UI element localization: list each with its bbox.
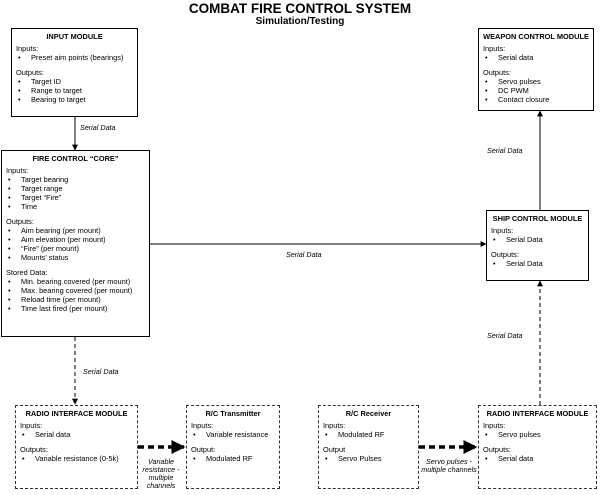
list-item: Target range bbox=[2, 184, 149, 193]
core-outputs-label: Outputs: bbox=[6, 217, 34, 226]
core-stored-label: Stored Data: bbox=[6, 268, 48, 277]
list-item: Reload time (per mount) bbox=[2, 295, 149, 304]
ship-module-inputs-label: Inputs: bbox=[491, 226, 514, 235]
input-module-inputs-label: Inputs: bbox=[16, 44, 39, 53]
fire-control-core-box: FIRE CONTROL “CORE” Inputs: Target beari… bbox=[1, 150, 150, 337]
rc-transmitter-box: R/C Transmitter Inputs: Variable resista… bbox=[186, 405, 280, 489]
core-stored-list: Min. bearing covered (per mount) Max. be… bbox=[2, 277, 149, 313]
rc-receiver-outputs-list: Servo Pulses bbox=[319, 454, 418, 463]
radio-right-inputs-list: Servo pulses bbox=[479, 430, 596, 439]
label-core-to-radio: Serial Data bbox=[83, 367, 119, 376]
weapon-module-heading: WEAPON CONTROL MODULE bbox=[483, 32, 589, 41]
radio-right-outputs-list: Serial data bbox=[479, 454, 596, 463]
list-item: Aim bearing (per mount) bbox=[2, 226, 149, 235]
rc-transmitter-heading: R/C Transmitter bbox=[205, 409, 261, 418]
list-item: Target bearing bbox=[2, 175, 149, 184]
list-item: Max. bearing covered (per mount) bbox=[2, 286, 149, 295]
rc-transmitter-inputs-label: Inputs: bbox=[191, 421, 214, 430]
list-item: Variable resistance bbox=[187, 430, 279, 439]
list-item: Servo Pulses bbox=[319, 454, 418, 463]
list-item: Serial Data bbox=[487, 259, 588, 268]
radio-left-heading: RADIO INTERFACE MODULE bbox=[25, 409, 128, 418]
radio-right-outputs-label: Outputs: bbox=[483, 445, 511, 454]
weapon-module-inputs-label: Inputs: bbox=[483, 44, 506, 53]
input-module-outputs-list: Target ID Range to target Bearing to tar… bbox=[12, 77, 137, 104]
ship-module-outputs-label: Outputs: bbox=[491, 250, 519, 259]
list-item: Serial Data bbox=[487, 235, 588, 244]
ship-module-heading: SHIP CONTROL MODULE bbox=[492, 214, 583, 223]
label-input-to-core: Serial Data bbox=[80, 123, 116, 132]
list-item: DC PWM bbox=[479, 86, 593, 95]
list-item: Serial data bbox=[16, 430, 137, 439]
radio-left-inputs-list: Serial data bbox=[16, 430, 137, 439]
list-item: Min. bearing covered (per mount) bbox=[2, 277, 149, 286]
list-item: “Fire” (per mount) bbox=[2, 244, 149, 253]
list-item: Contact closure bbox=[479, 95, 593, 104]
rc-transmitter-outputs-list: Modulated RF bbox=[187, 454, 279, 463]
input-module-outputs-label: Outputs: bbox=[16, 68, 44, 77]
ship-control-module-box: SHIP CONTROL MODULE Inputs: Serial Data … bbox=[486, 210, 589, 281]
rc-receiver-inputs-list: Modulated RF bbox=[319, 430, 418, 439]
list-item: Variable resistance (0-5k) bbox=[16, 454, 137, 463]
list-item: Serial data bbox=[479, 53, 593, 62]
list-item: Time bbox=[2, 202, 149, 211]
ship-module-inputs-list: Serial Data bbox=[487, 235, 588, 244]
radio-interface-module-right-box: RADIO INTERFACE MODULE Inputs: Servo pul… bbox=[478, 405, 597, 489]
list-item: Range to target bbox=[12, 86, 137, 95]
list-item: Target ID bbox=[12, 77, 137, 86]
list-item: Target “Fire” bbox=[2, 193, 149, 202]
weapon-control-module-box: WEAPON CONTROL MODULE Inputs: Serial dat… bbox=[478, 28, 594, 111]
label-radio-to-transmitter: Variable resistance - multiple channels bbox=[142, 457, 180, 490]
rc-transmitter-inputs-list: Variable resistance bbox=[187, 430, 279, 439]
list-item: Aim elevation (per mount) bbox=[2, 235, 149, 244]
weapon-module-outputs-list: Servo pulses DC PWM Contact closure bbox=[479, 77, 593, 104]
radio-interface-module-left-box: RADIO INTERFACE MODULE Inputs: Serial da… bbox=[15, 405, 138, 489]
list-item: Modulated RF bbox=[187, 454, 279, 463]
label-ship-to-weapon: Serial Data bbox=[487, 146, 523, 155]
list-item: Servo pulses bbox=[479, 77, 593, 86]
list-item: Modulated RF bbox=[319, 430, 418, 439]
diagram-subtitle: Simulation/Testing bbox=[255, 16, 345, 27]
label-radio-to-ship: Serial Data bbox=[487, 331, 523, 340]
radio-right-heading: RADIO INTERFACE MODULE bbox=[486, 409, 589, 418]
core-inputs-list: Target bearing Target range Target “Fire… bbox=[2, 175, 149, 211]
radio-left-outputs-label: Outputs: bbox=[20, 445, 48, 454]
input-module-box: INPUT MODULE Inputs: Preset aim points (… bbox=[11, 28, 138, 117]
list-item: Serial data bbox=[479, 454, 596, 463]
core-outputs-list: Aim bearing (per mount) Aim elevation (p… bbox=[2, 226, 149, 262]
radio-left-outputs-list: Variable resistance (0-5k) bbox=[16, 454, 137, 463]
core-inputs-label: Inputs: bbox=[6, 166, 29, 175]
rc-receiver-box: R/C Receiver Inputs: Modulated RF Output… bbox=[318, 405, 419, 489]
rc-receiver-outputs-label: Output bbox=[323, 445, 346, 454]
ship-module-outputs-list: Serial Data bbox=[487, 259, 588, 268]
input-module-inputs-list: Preset aim points (bearings) bbox=[12, 53, 137, 62]
list-item: Servo pulses bbox=[479, 430, 596, 439]
weapon-module-outputs-label: Outputs: bbox=[483, 68, 511, 77]
radio-right-inputs-label: Inputs: bbox=[483, 421, 506, 430]
label-receiver-to-radio: Servo pulses - multiple channels bbox=[421, 457, 477, 474]
list-item: Bearing to target bbox=[12, 95, 137, 104]
label-core-to-ship: Serial Data bbox=[286, 250, 322, 259]
list-item: Mounts’ status bbox=[2, 253, 149, 262]
list-item: Preset aim points (bearings) bbox=[12, 53, 137, 62]
core-heading: FIRE CONTROL “CORE” bbox=[32, 154, 119, 163]
input-module-heading: INPUT MODULE bbox=[46, 32, 103, 41]
radio-left-inputs-label: Inputs: bbox=[20, 421, 43, 430]
rc-receiver-heading: R/C Receiver bbox=[345, 409, 392, 418]
rc-transmitter-outputs-label: Output: bbox=[191, 445, 216, 454]
rc-receiver-inputs-label: Inputs: bbox=[323, 421, 346, 430]
list-item: Time last fired (per mount) bbox=[2, 304, 149, 313]
weapon-module-inputs-list: Serial data bbox=[479, 53, 593, 62]
diagram-title: COMBAT FIRE CONTROL SYSTEM bbox=[188, 1, 412, 16]
